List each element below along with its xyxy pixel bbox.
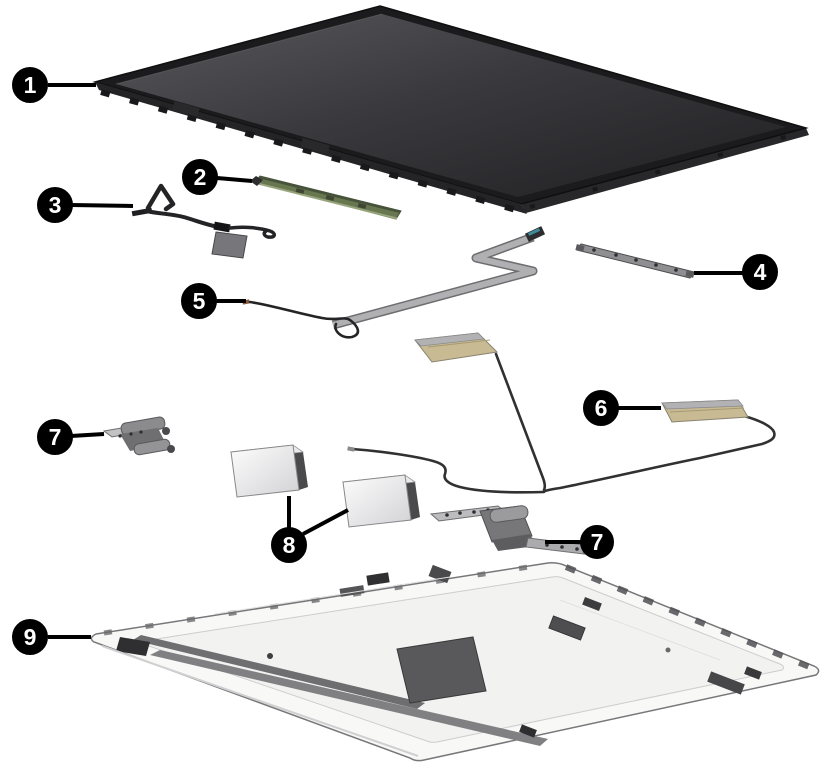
svg-text:2: 2 (194, 164, 207, 190)
antenna-kit (347, 332, 776, 494)
callout-8: 8 (271, 496, 349, 563)
board (250, 175, 402, 220)
callout-7-left: 7 (37, 419, 105, 455)
svg-text:7: 7 (591, 529, 604, 555)
thermal-pad (396, 636, 487, 704)
antenna-lower (661, 399, 749, 423)
display-panel (92, 5, 809, 215)
hinge-left (102, 416, 175, 456)
cable-connector (213, 221, 231, 233)
callout-6: 6 (583, 390, 661, 426)
callout-3: 3 (37, 187, 134, 223)
svg-text:4: 4 (754, 259, 767, 285)
speaker-left (229, 444, 308, 498)
callout-1-circle (12, 67, 48, 103)
bracket (575, 243, 695, 279)
screen-glass (116, 14, 786, 197)
svg-text:9: 9 (24, 624, 37, 650)
callout-2: 2 (182, 159, 253, 195)
svg-text:6: 6 (595, 395, 608, 421)
svg-text:8: 8 (283, 532, 296, 558)
callout-7-right: 7 (545, 525, 614, 559)
ribbon-connector (524, 226, 546, 242)
antenna-cable-a (494, 352, 547, 492)
cable-with-loop (131, 183, 276, 259)
board-connector (250, 176, 263, 186)
cable-flap (211, 231, 248, 259)
callout-1: 1 (12, 67, 96, 103)
antenna-upper (414, 332, 499, 363)
callouts: 1 2 3 4 5 6 7 (12, 67, 778, 655)
back-cover (90, 561, 820, 762)
display-cable (242, 226, 546, 339)
callout-9: 9 (12, 619, 91, 655)
hinge-barrel (489, 505, 529, 523)
antenna-cable-c (543, 414, 776, 493)
callout-5: 5 (181, 283, 246, 319)
callout-1-number: 1 (24, 72, 37, 98)
antenna-cable-b (350, 447, 546, 494)
hinge-right (429, 505, 598, 556)
speaker-right (341, 474, 420, 528)
callout-4: 4 (694, 254, 778, 290)
svg-text:5: 5 (193, 288, 206, 314)
panel-mounting-tabs (100, 89, 524, 215)
svg-text:3: 3 (49, 192, 62, 218)
svg-text:7: 7 (49, 424, 62, 450)
